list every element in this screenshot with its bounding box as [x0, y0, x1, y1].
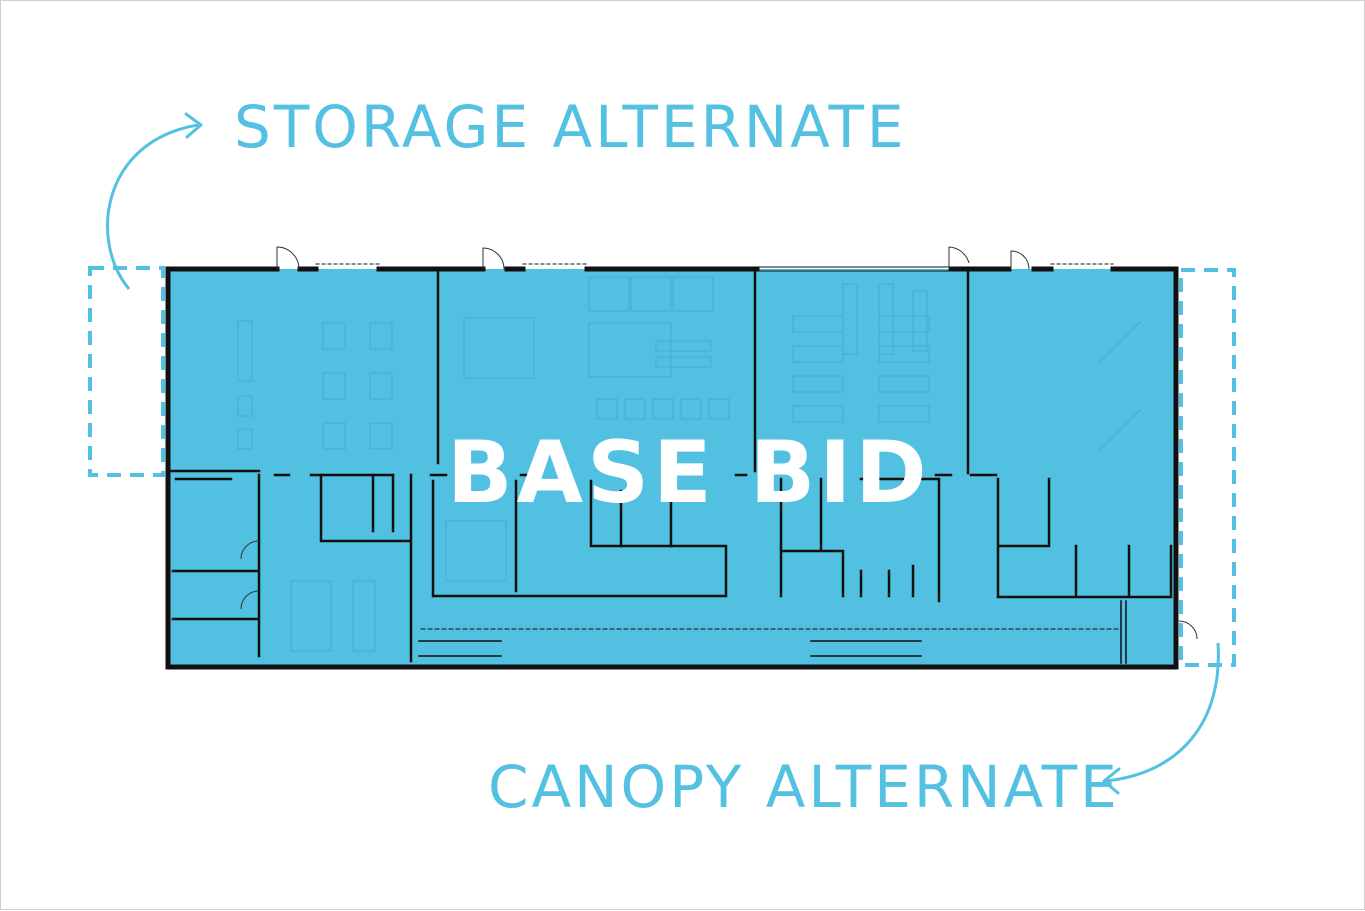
furniture-layer: [237, 276, 1142, 652]
canopy-arrow-head-icon: [1102, 767, 1121, 795]
storage-arrow-curve: [106, 123, 199, 290]
door-swings: [240, 246, 1198, 640]
storage-alternate-label: STORAGE ALTERNATE: [234, 93, 907, 161]
walls: [165, 263, 1179, 670]
base-bid-label: BASE BID: [447, 423, 931, 523]
storage-arrow-head-icon: [184, 112, 203, 139]
canopy-arrow-curve: [1105, 642, 1220, 783]
canopy-alternate-outline: [1179, 268, 1236, 667]
canopy-alternate-label: CANOPY ALTERNATE: [488, 753, 1120, 821]
storage-alternate-outline: [88, 266, 165, 477]
base-bid-area: [168, 269, 1176, 667]
